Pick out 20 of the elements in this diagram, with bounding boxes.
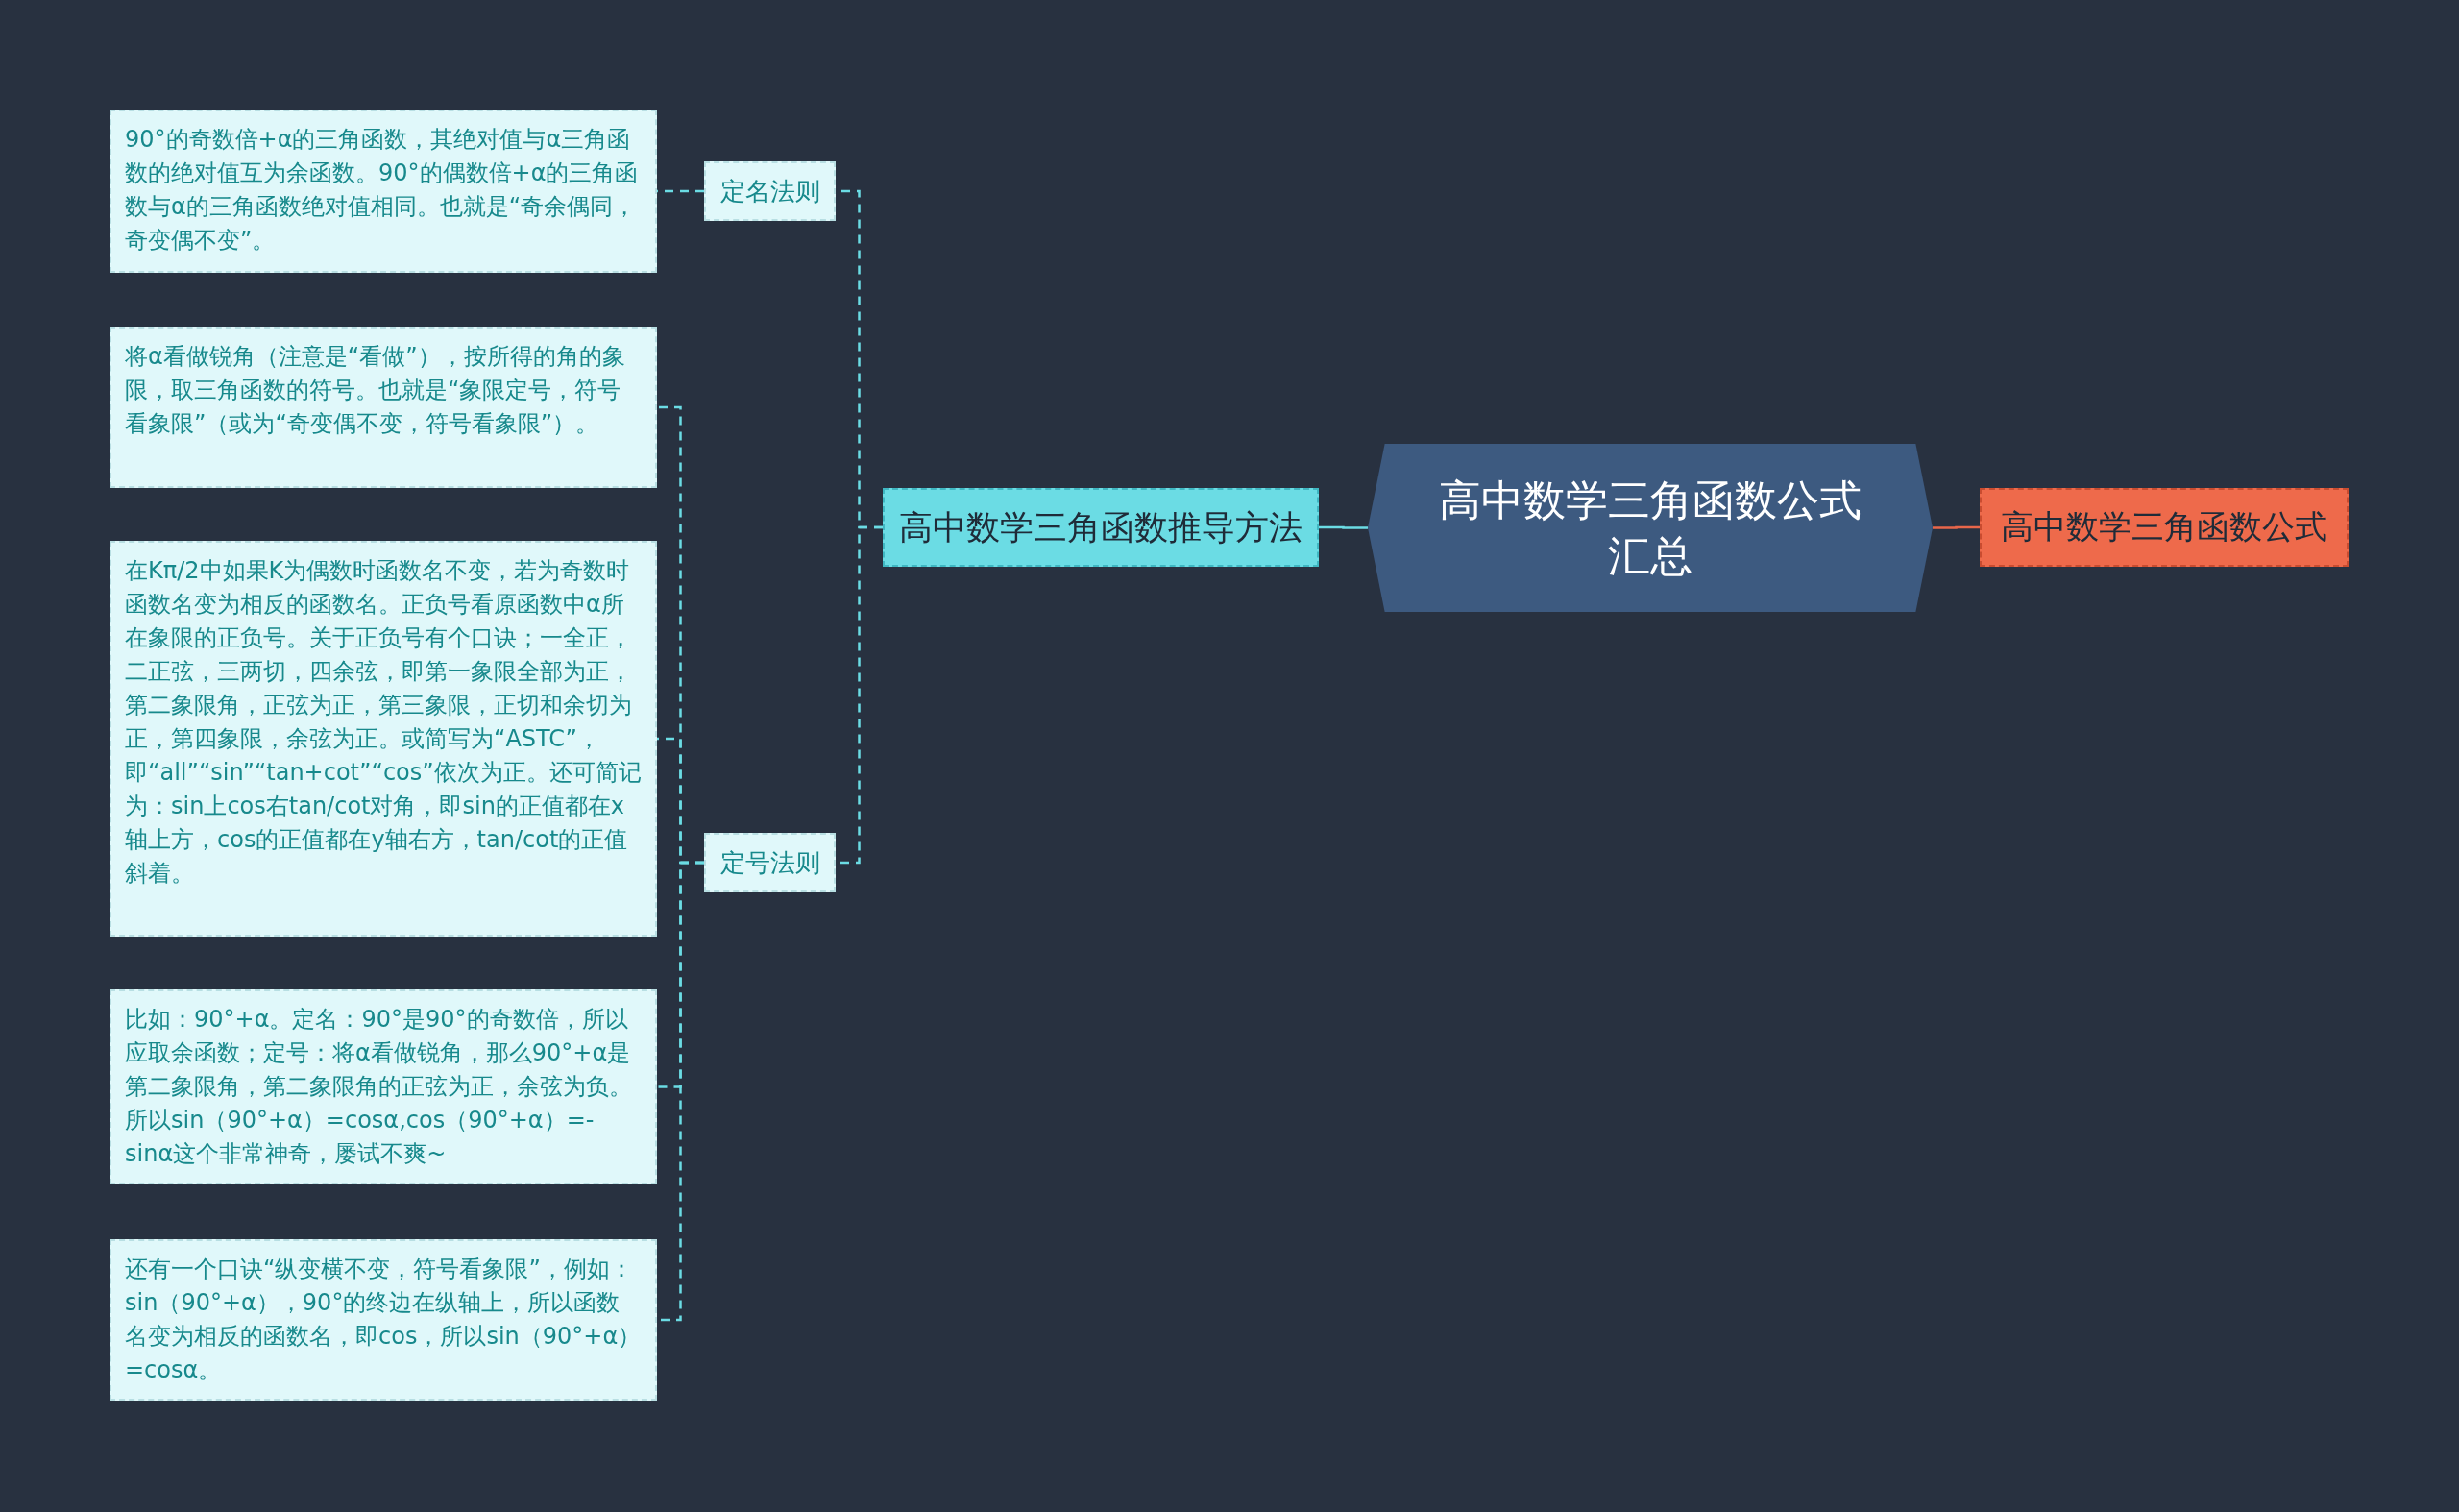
connector-line	[1319, 525, 1368, 529]
note-text: 比如：90°+α。定名：90°是90°的奇数倍，所以应取余函数；定号：将α看做锐角，那么90°+α是第二象限角，第二象限角的正弦为正，余弦为负。所以sin（90°+α）=cosα,cos（90°+α）=-sinα这个非常神奇，屡试不爽~	[125, 1005, 633, 1169]
note-box	[110, 989, 657, 1184]
note-box	[110, 1239, 657, 1401]
branch-text: 高中数学三角函数公式	[2001, 506, 2327, 548]
connector-line	[1933, 525, 1980, 529]
rule-text: 定号法则	[719, 846, 820, 879]
branch-box	[1980, 488, 2349, 567]
branch-box	[883, 488, 1319, 567]
topic-hexagon	[1368, 444, 1933, 612]
note-text: 将α看做锐角（注意是“看做”），按所得的角的象限，取三角函数的符号。也就是“象限定号，符号看象限”（或为“奇变偶不变，符号看象限”）。	[125, 342, 626, 439]
note-text: 还有一个口诀“纵变横不变，符号看象限”，例如：sin（90°+α），90°的终边在纵轴上，所以函数名变为相反的函数名，即cos，所以sin（90°+α）=cosα。	[125, 1255, 642, 1385]
note-box	[110, 110, 657, 273]
note-box	[110, 327, 657, 488]
note-text: 90°的奇数倍+α的三角函数，其绝对值与α三角函数的绝对值互为余函数。90°的偶数倍+α的三角函数与α的三角函数绝对值相同。也就是“奇余偶同，奇变偶不变”。	[125, 125, 640, 256]
topic-text: 高中数学三角函数公式汇总	[1438, 474, 1863, 582]
note-text: 在Kπ/2中如果K为偶数时函数名不变，若为奇数时函数名变为相反的函数名。正负号看原函数中α所在象限的正负号。关于正负号有个口诀；一全正，二正弦，三两切，四余弦，即第一象限全部为正，第二象限角，正弦为正，第三象限，正切和余切为正，第四象限，余弦为正。或简写为“ASTC”，即“all”“sin”“tan+cot”“cos”依次为正。还可简记为：sin上cos右tan/cot对角，即sin的正值都在x轴上方，cos的正值都在y轴右方，tan/cot的正值斜着。	[125, 556, 642, 889]
branch-text: 高中数学三角函数推导方法	[899, 506, 1303, 549]
rule-text: 定名法则	[719, 175, 820, 207]
note-box	[110, 541, 657, 937]
